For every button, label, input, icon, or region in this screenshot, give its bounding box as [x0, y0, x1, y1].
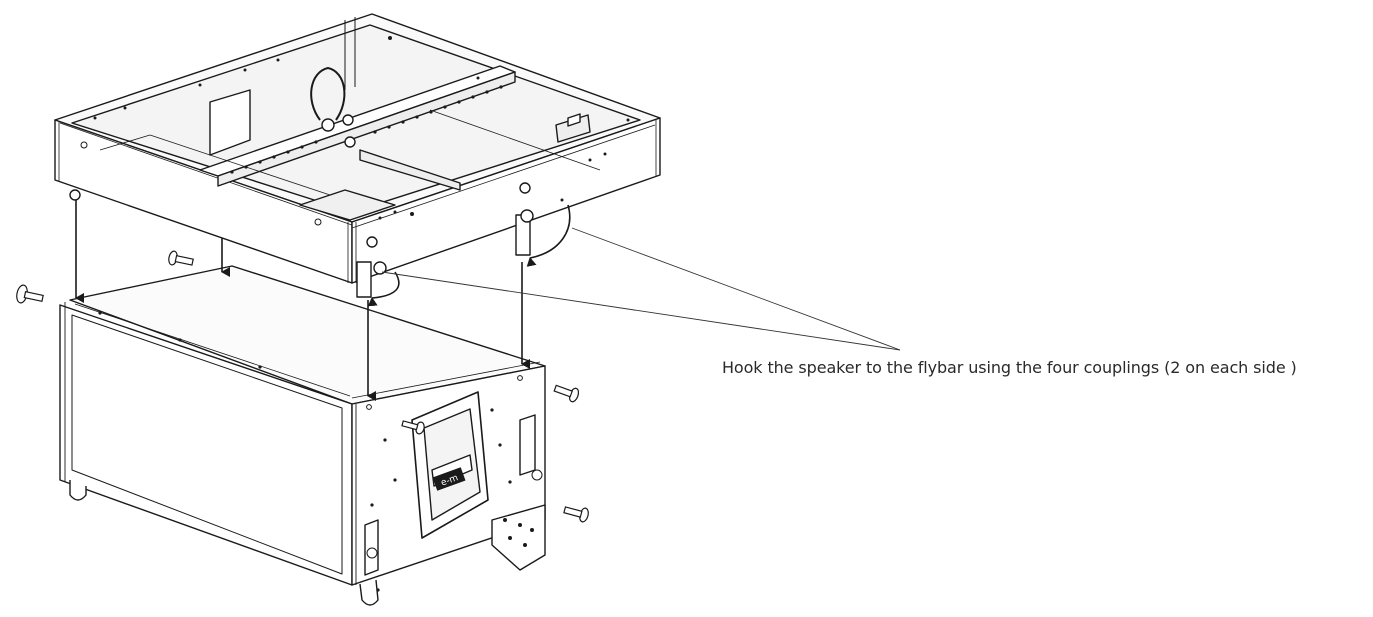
speaker-holes — [98, 311, 543, 592]
instruction-caption: Hook the speaker to the flybar using the… — [722, 358, 1297, 377]
coupling-arrows — [75, 200, 571, 401]
leader-lines — [381, 227, 901, 351]
curved-arrow-icon — [367, 271, 400, 307]
quick-release-pin-icon — [168, 250, 194, 266]
quick-release-pin-icon — [401, 420, 425, 435]
flybar-frame — [54, 13, 661, 298]
curved-arrow-icon — [526, 204, 571, 267]
quick-release-pin-icon — [563, 506, 589, 523]
quick-release-pin-icon — [16, 284, 44, 304]
quick-release-pin-icon — [553, 384, 580, 403]
flybar-holes — [80, 36, 630, 226]
speaker-cabinet — [59, 265, 546, 606]
quick-release-pins — [16, 250, 589, 523]
